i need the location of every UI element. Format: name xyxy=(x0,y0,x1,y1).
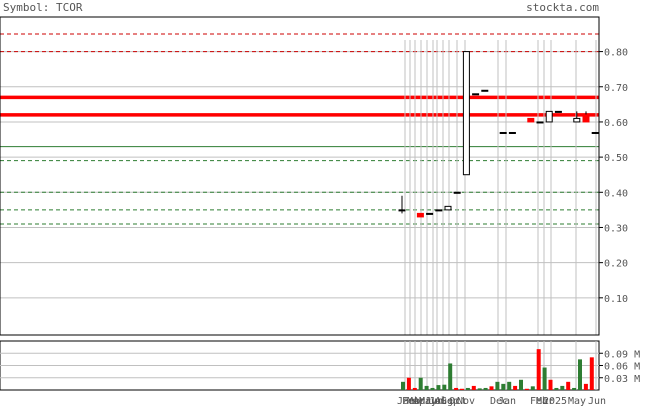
date-tick-label: Nov xyxy=(457,396,475,406)
date-tick-label: Oct xyxy=(449,396,467,406)
candle-body xyxy=(554,110,562,113)
candle-body xyxy=(398,209,406,212)
volume-bars xyxy=(401,349,594,390)
volume-bar xyxy=(536,349,541,390)
vertical-gridlines xyxy=(404,40,597,335)
volume-bar xyxy=(465,387,470,390)
date-tick-label: Jun xyxy=(425,396,443,406)
volume-bar xyxy=(406,377,411,390)
volume-bar xyxy=(554,387,559,390)
price-tick-label: 0.80 xyxy=(604,48,628,59)
date-tick-label: Aug xyxy=(435,396,453,406)
price-axis: 0.80 0.70 0.60 0.50 0.40 0.30 0.20 0.10 xyxy=(599,48,628,305)
volume-bar xyxy=(471,385,476,390)
price-tick-label: 0.10 xyxy=(604,294,628,305)
volume-bar xyxy=(542,367,547,390)
date-tick-label: Jun xyxy=(588,396,606,406)
candlesticks xyxy=(398,51,599,218)
volume-bar xyxy=(454,387,459,390)
support-resistance-lines xyxy=(0,33,599,225)
volume-bar xyxy=(572,387,577,390)
volume-tick-label: 0.09 M xyxy=(604,349,640,360)
price-tick-label: 0.60 xyxy=(604,118,628,129)
volume-bar xyxy=(412,387,417,390)
candle-body xyxy=(472,93,480,96)
volume-bar xyxy=(524,388,529,390)
date-tick-label: Mar xyxy=(536,396,554,406)
date-tick-label: Jan xyxy=(397,396,415,406)
date-tick-label: Mar xyxy=(407,396,425,406)
symbol-label: Symbol: TCOR xyxy=(3,1,83,14)
volume-axis: 0.09 M 0.06 M0.03 M xyxy=(599,349,640,385)
candle-body xyxy=(527,117,535,123)
volume-bar xyxy=(460,388,464,390)
volume-bar xyxy=(477,388,482,390)
volume-bar xyxy=(507,381,512,390)
volume-bar xyxy=(566,381,571,390)
date-tick-label: Dec xyxy=(490,396,508,406)
price-tick-label: 0.40 xyxy=(604,188,628,199)
price-panel-frame xyxy=(0,16,600,336)
candle-body xyxy=(591,131,599,134)
candle-body xyxy=(453,191,461,194)
volume-bar xyxy=(424,385,429,390)
candle-body xyxy=(426,212,434,215)
volume-bar xyxy=(436,385,441,390)
volume-tick-label: 0.03 M xyxy=(604,374,640,385)
volume-bar xyxy=(513,385,518,390)
price-tick-label: 0.20 xyxy=(604,259,628,270)
volume-bar xyxy=(589,357,594,390)
candle-body xyxy=(416,212,424,218)
date-tick-label: Jan xyxy=(498,396,516,406)
price-tick-label: 0.50 xyxy=(604,153,628,164)
volume-bar xyxy=(495,381,500,390)
date-tick-label: May xyxy=(419,396,437,406)
volume-bar xyxy=(530,386,535,390)
candle-body xyxy=(435,209,443,212)
candle-body xyxy=(499,131,507,134)
price-tick-label: 0.30 xyxy=(604,223,628,234)
volume-bar xyxy=(501,383,506,390)
site-watermark: stockta.com xyxy=(526,1,599,14)
candle-body xyxy=(481,89,489,92)
volume-bar xyxy=(548,379,553,390)
volume-bar xyxy=(430,387,435,390)
date-tick-label: Feb xyxy=(402,396,420,406)
candle-body xyxy=(573,117,581,123)
date-tick-label: May xyxy=(568,396,586,406)
volume-bar xyxy=(483,387,488,390)
candle-body xyxy=(508,131,516,134)
volume-bar xyxy=(448,363,453,390)
volume-tick-label: 0.06 M xyxy=(604,362,640,373)
volume-bar xyxy=(418,377,423,390)
date-tick-label: Jul xyxy=(429,396,447,406)
volume-bar xyxy=(401,381,405,390)
date-tick-label: 2025 xyxy=(543,396,567,406)
volume-bar xyxy=(442,384,447,390)
price-tick-label: 0.70 xyxy=(604,83,628,94)
volume-bar xyxy=(583,383,588,390)
date-tick-label: Feb xyxy=(530,396,548,406)
date-tick-label: Apr xyxy=(413,396,431,406)
candle-body xyxy=(462,51,470,176)
candle-body xyxy=(582,114,590,123)
volume-bar xyxy=(489,386,494,390)
candle-body xyxy=(536,121,544,124)
date-tick-label: Sep xyxy=(441,396,459,406)
candle-body xyxy=(444,205,452,211)
candle-body xyxy=(545,110,553,123)
volume-bar xyxy=(578,359,582,390)
volume-bar xyxy=(560,385,565,390)
volume-bar xyxy=(519,379,523,390)
